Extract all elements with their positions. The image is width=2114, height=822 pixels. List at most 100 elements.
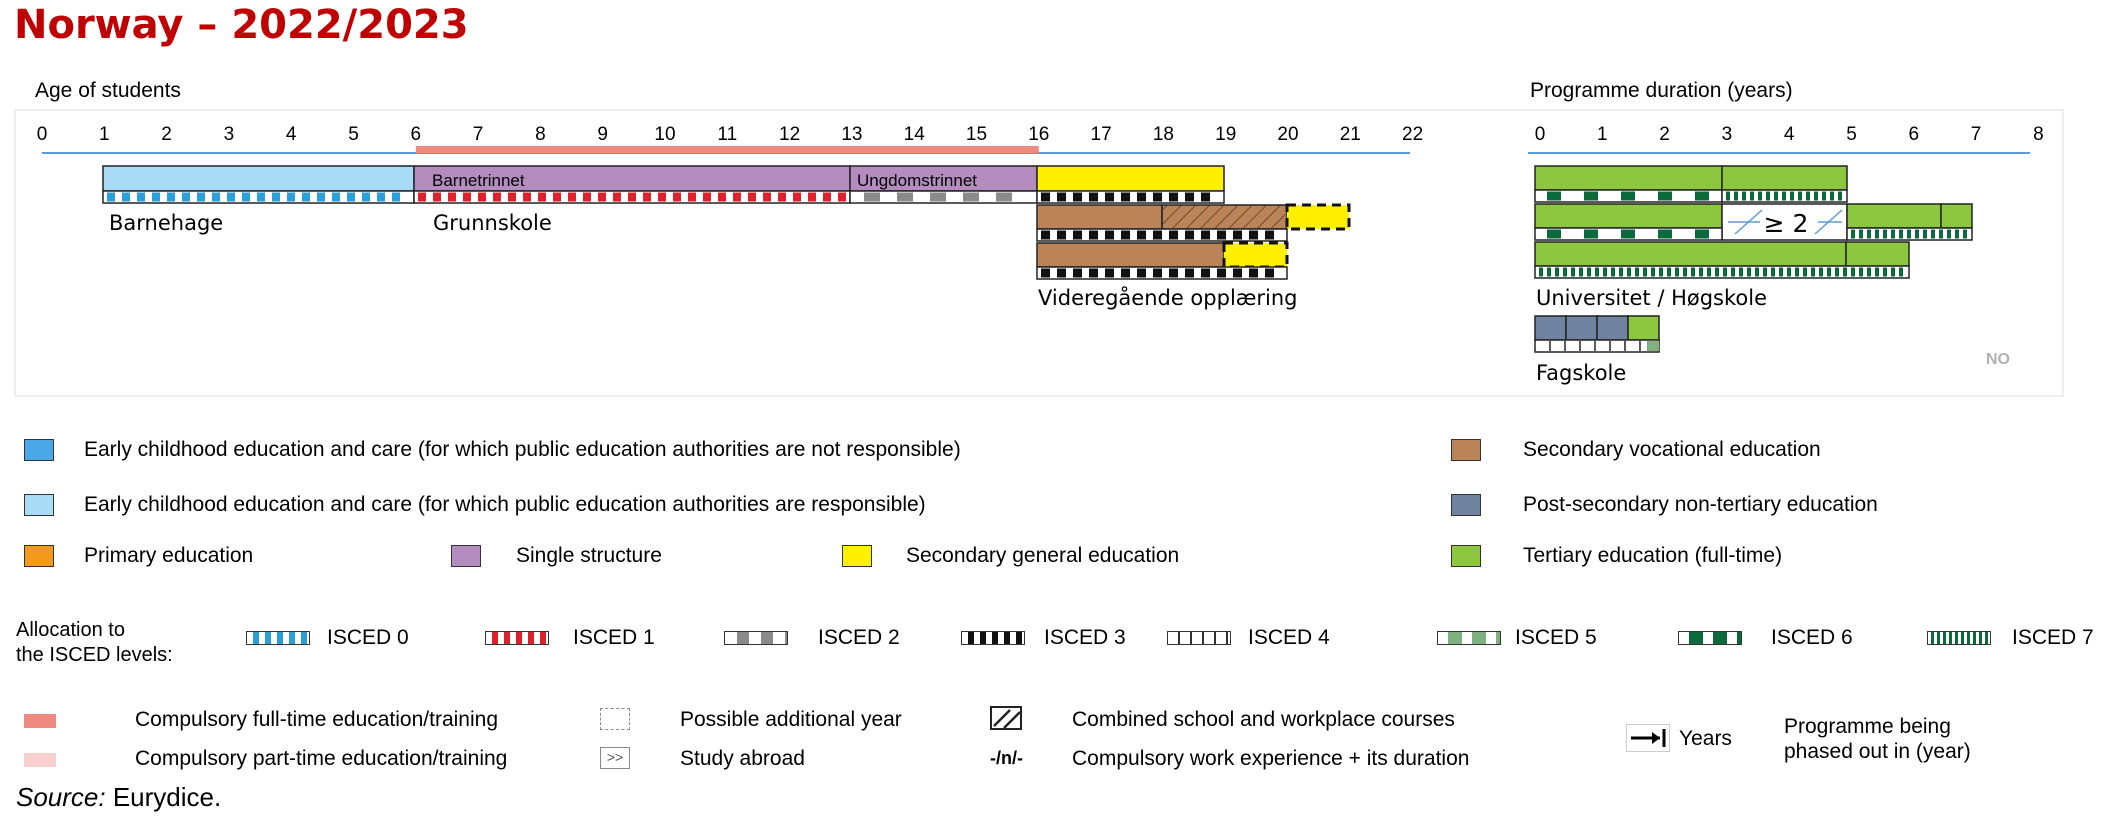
isced-mark bbox=[1835, 267, 1839, 277]
isced-mark bbox=[317, 192, 325, 202]
tertiary-master-bar-2a bbox=[1846, 203, 1942, 229]
isced-swatch-0 bbox=[246, 631, 310, 645]
isced-mark bbox=[628, 192, 636, 202]
note-compulsory-fulltime: Compulsory full-time education/training bbox=[135, 708, 498, 731]
isced-mark bbox=[362, 192, 370, 202]
isced-mark bbox=[182, 192, 190, 202]
isced-heading: Allocation to the ISCED levels: bbox=[16, 618, 173, 668]
possible-additional-year-2 bbox=[1222, 241, 1289, 269]
isced-mark bbox=[1915, 229, 1919, 239]
legend-primary: Primary education bbox=[84, 544, 254, 567]
isced-mark bbox=[963, 192, 979, 202]
isced-mark bbox=[463, 192, 471, 202]
age-tick-label: 12 bbox=[779, 124, 800, 145]
isced-mark bbox=[1563, 267, 1567, 277]
isced-mark bbox=[1547, 267, 1551, 277]
isced-mark bbox=[377, 192, 385, 202]
isced-mark bbox=[1105, 192, 1114, 202]
duration-tick-label: 1 bbox=[1597, 124, 1608, 145]
isced-mark bbox=[1763, 267, 1767, 277]
isced-label-3: ISCED 3 bbox=[1044, 626, 1126, 649]
isced-mark bbox=[1742, 191, 1746, 201]
isced-mark bbox=[1658, 229, 1672, 239]
fagskole-bar-1 bbox=[1534, 315, 1567, 341]
isced-mark bbox=[1121, 268, 1130, 278]
isced-mark bbox=[823, 192, 831, 202]
isced-label-4: ISCED 4 bbox=[1248, 626, 1330, 649]
isced-mark bbox=[1827, 267, 1831, 277]
isced-mark bbox=[1153, 268, 1162, 278]
duration-axis-label: Programme duration (years) bbox=[1530, 79, 1793, 102]
isced-mark bbox=[1715, 267, 1719, 277]
isced-mark bbox=[1635, 267, 1639, 277]
isced-mark bbox=[508, 192, 516, 202]
barnetrinnet-label: Barnetrinnet bbox=[432, 171, 525, 190]
isced-mark bbox=[1675, 267, 1679, 277]
isced-mark bbox=[1169, 192, 1178, 202]
isced-mark bbox=[1185, 192, 1194, 202]
isced-mark bbox=[1931, 229, 1935, 239]
age-tick-label: 8 bbox=[535, 124, 546, 145]
isced-mark bbox=[1883, 229, 1887, 239]
isced-mark bbox=[930, 192, 946, 202]
age-tick-label: 2 bbox=[161, 124, 172, 145]
isced-mark bbox=[1041, 230, 1050, 240]
age-tick-label: 16 bbox=[1028, 124, 1049, 145]
tertiary-long-bar bbox=[1534, 241, 1847, 267]
isced-mark bbox=[242, 192, 250, 202]
work-experience-label: ≥ 2 bbox=[1764, 209, 1809, 238]
isced7-strip-marks-3 bbox=[1539, 267, 1903, 277]
isced-mark bbox=[1643, 267, 1647, 277]
combined-courses-icon bbox=[990, 706, 1022, 730]
isced-mark bbox=[418, 192, 426, 202]
isced-swatch-3 bbox=[961, 631, 1025, 645]
age-tick-label: 10 bbox=[654, 124, 675, 145]
isced-mark bbox=[212, 192, 220, 202]
ungdomstrinnet-label: Ungdomstrinnet bbox=[857, 171, 977, 190]
swatch-single-structure bbox=[451, 545, 481, 567]
country-code: NO bbox=[1986, 351, 2010, 368]
duration-tick-label: 4 bbox=[1784, 124, 1795, 145]
isced-mark bbox=[1798, 191, 1802, 201]
isced-mark bbox=[1699, 267, 1703, 277]
isced-mark bbox=[1073, 268, 1082, 278]
isced-mark bbox=[1057, 192, 1066, 202]
duration-tick-label: 7 bbox=[1971, 124, 1982, 145]
isced-mark bbox=[1651, 267, 1655, 277]
isced-mark bbox=[1621, 191, 1635, 201]
isced-label-6: ISCED 6 bbox=[1771, 626, 1853, 649]
isced-mark bbox=[1057, 230, 1066, 240]
isced-mark bbox=[122, 192, 130, 202]
fagskole-label: Fagskole bbox=[1536, 361, 1626, 385]
age-tick-label: 3 bbox=[224, 124, 235, 145]
isced-mark bbox=[1555, 267, 1559, 277]
legend-secondary-general: Secondary general education bbox=[906, 544, 1180, 567]
isced-heading-line2: the ISCED levels: bbox=[16, 644, 173, 666]
isced-mark bbox=[107, 192, 115, 202]
isced-label-0: ISCED 0 bbox=[327, 626, 409, 649]
isced-label-1: ISCED 1 bbox=[573, 626, 655, 649]
swatch-tertiary bbox=[1451, 545, 1481, 567]
age-tick-label: 17 bbox=[1091, 124, 1112, 145]
isced-mark bbox=[1233, 230, 1242, 240]
isced-mark bbox=[1790, 191, 1794, 201]
isced-mark bbox=[1883, 267, 1887, 277]
age-tick-label: 18 bbox=[1153, 124, 1174, 145]
isced-mark bbox=[1153, 192, 1162, 202]
age-axis-label: Age of students bbox=[35, 79, 181, 102]
videregaende-label: Videregående opplæring bbox=[1038, 285, 1298, 310]
isced-mark bbox=[838, 192, 846, 202]
upper-secondary-general-bar bbox=[1036, 165, 1225, 192]
isced-mark bbox=[1584, 191, 1598, 201]
isced-mark bbox=[1695, 191, 1709, 201]
isced-mark bbox=[302, 192, 310, 202]
swatch-secondary-general bbox=[842, 545, 872, 567]
isced-mark bbox=[1867, 229, 1871, 239]
isced-mark bbox=[1089, 192, 1098, 202]
fagskole-tertiary-bar bbox=[1627, 315, 1660, 341]
isced-mark bbox=[523, 192, 531, 202]
isced-mark bbox=[1899, 229, 1903, 239]
tertiary-bachelor-bar-1 bbox=[1534, 165, 1723, 191]
study-abroad-icon: >> bbox=[600, 747, 630, 769]
